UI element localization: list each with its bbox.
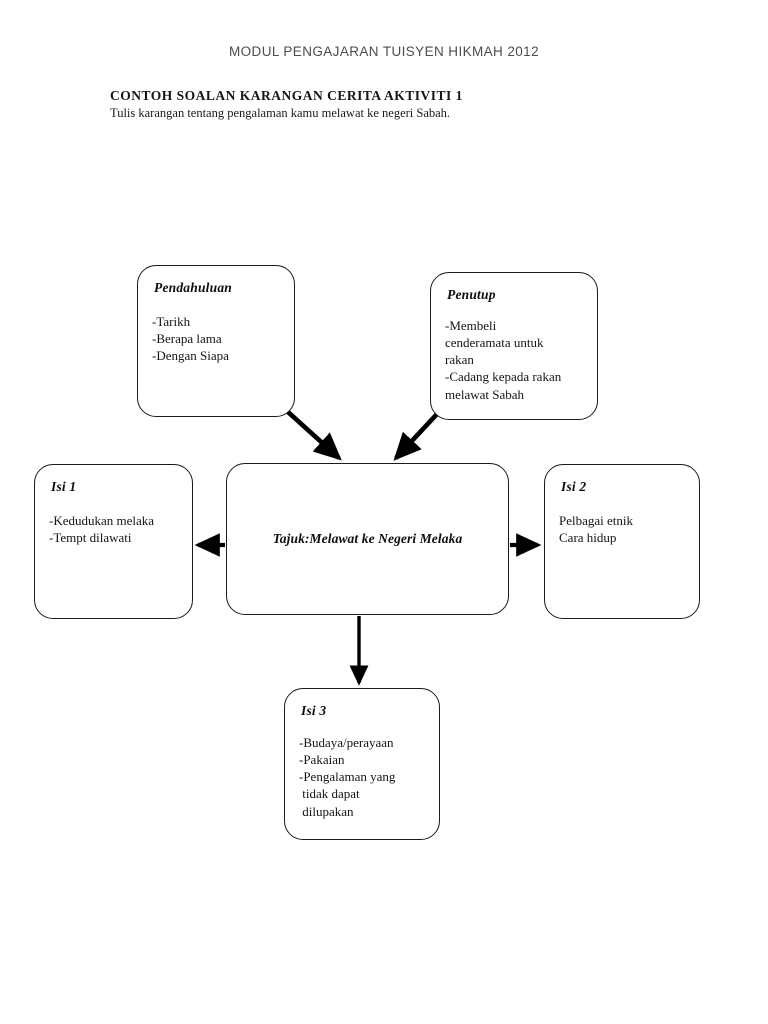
node-line: -Cadang kepada rakan bbox=[445, 369, 562, 385]
node-line: -Budaya/perayaan bbox=[299, 735, 394, 750]
node-isi1-title: Isi 1 bbox=[51, 479, 77, 494]
node-line: rakan bbox=[445, 352, 474, 368]
prompt-block: CONTOH SOALAN KARANGAN CERITA AKTIVITI 1… bbox=[110, 88, 670, 121]
node-line: -Kedudukan melaka bbox=[49, 513, 155, 528]
node-line: -Pakaian bbox=[299, 752, 345, 768]
node-pendahuluan-lines: -Tarikh -Berapa lama -Dengan Siapa bbox=[152, 313, 281, 364]
node-isi2-title: Isi 2 bbox=[561, 479, 587, 494]
node-line: -Tempt dilawati bbox=[49, 530, 132, 546]
node-isi2[interactable]: Isi 2 Pelbagai etnik Cara hidup bbox=[544, 464, 700, 619]
node-pendahuluan[interactable]: Pendahuluan -Tarikh -Berapa lama -Dengan… bbox=[137, 265, 295, 417]
node-isi3[interactable]: Isi 3 -Budaya/perayaan -Pakaian -Pengala… bbox=[284, 688, 440, 840]
node-isi3-lines: -Budaya/perayaan -Pakaian -Pengalaman ya… bbox=[299, 734, 426, 820]
connector-penutup-to-center bbox=[393, 412, 439, 461]
node-isi2-lines: Pelbagai etnik Cara hidup bbox=[559, 512, 686, 546]
node-line: -Membeli bbox=[445, 318, 497, 333]
node-penutup-title: Penutup bbox=[447, 287, 496, 302]
node-center-topic[interactable]: Tajuk:Melawat ke Negeri Melaka bbox=[226, 463, 509, 615]
node-isi3-title: Isi 3 bbox=[301, 703, 327, 718]
node-line: melawat Sabah bbox=[445, 386, 525, 402]
node-line: -Tarikh bbox=[152, 314, 191, 329]
node-line: tidak dapat bbox=[299, 786, 360, 802]
node-pendahuluan-title: Pendahuluan bbox=[154, 280, 232, 295]
node-line: -Berapa lama bbox=[152, 331, 222, 347]
prompt-instruction: Tulis karangan tentang pengalaman kamu m… bbox=[110, 106, 451, 120]
center-topic-label: Tajuk:Melawat ke Negeri Melaka bbox=[272, 531, 463, 546]
node-isi1[interactable]: Isi 1 -Kedudukan melaka -Tempt dilawati bbox=[34, 464, 193, 619]
node-line: Pelbagai etnik bbox=[559, 513, 634, 528]
node-penutup-lines: -Membeli cenderamata untuk rakan -Cadang… bbox=[445, 317, 584, 403]
node-isi1-lines: -Kedudukan melaka -Tempt dilawati bbox=[49, 512, 179, 546]
node-penutup[interactable]: Penutup -Membeli cenderamata untuk rakan… bbox=[430, 272, 598, 420]
node-line: dilupakan bbox=[299, 803, 354, 819]
node-line: Cara hidup bbox=[559, 530, 617, 546]
connector-pendahuluan-to-center bbox=[286, 410, 342, 461]
running-header: MODUL PENGAJARAN TUISYEN HIKMAH 2012 bbox=[229, 44, 539, 59]
prompt-title: CONTOH SOALAN KARANGAN CERITA AKTIVITI 1 bbox=[110, 88, 463, 103]
node-line: -Pengalaman yang bbox=[299, 769, 396, 785]
node-line: -Dengan Siapa bbox=[152, 348, 229, 364]
node-line: cenderamata untuk bbox=[445, 335, 544, 351]
